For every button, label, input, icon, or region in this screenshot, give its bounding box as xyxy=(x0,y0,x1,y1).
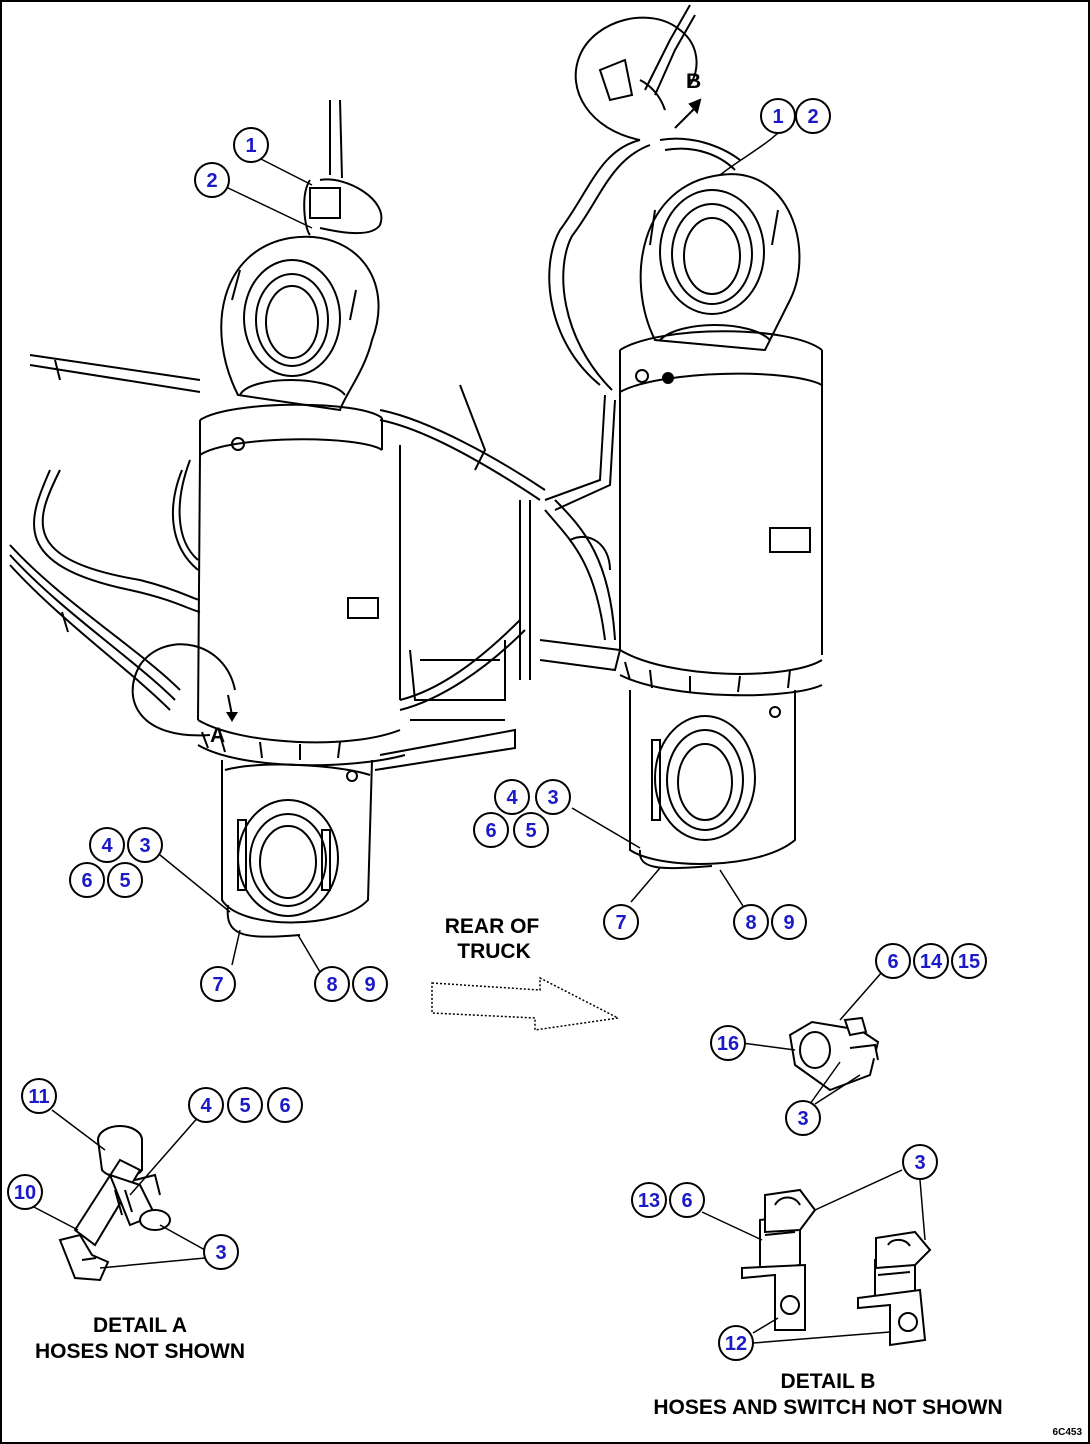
callout-1-right: 1 xyxy=(760,98,796,134)
rear-of-truck-label-1: REAR OF xyxy=(445,915,540,938)
svg-text:6: 6 xyxy=(485,820,496,842)
callout-12: 12 xyxy=(718,1325,754,1361)
svg-text:5: 5 xyxy=(525,820,536,842)
svg-text:3: 3 xyxy=(139,835,150,857)
svg-text:3: 3 xyxy=(914,1152,925,1174)
callout-6-left: 6 xyxy=(69,862,105,898)
callout-3-left: 3 xyxy=(127,827,163,863)
svg-text:6: 6 xyxy=(81,870,92,892)
detail-b-marker-letter: B xyxy=(686,70,701,93)
svg-text:5: 5 xyxy=(239,1095,250,1117)
svg-text:14: 14 xyxy=(920,951,943,973)
callout-9-left: 9 xyxy=(352,966,388,1002)
callouts: 1 2 1 2 4 3 6 5 7 8 9 4 3 6 5 7 8 9 6 14… xyxy=(7,98,987,1361)
svg-text:2: 2 xyxy=(807,106,818,128)
left-hoses xyxy=(9,99,546,771)
svg-text:13: 13 xyxy=(638,1190,660,1212)
callout-3-detail-b: 3 xyxy=(902,1144,938,1180)
callout-14: 14 xyxy=(913,943,949,979)
detail-a-clamp xyxy=(58,1125,171,1282)
svg-text:1: 1 xyxy=(245,135,256,157)
svg-text:2: 2 xyxy=(206,170,217,192)
callout-5-detail-a: 5 xyxy=(227,1087,263,1123)
detail-b-title: DETAIL B xyxy=(781,1370,876,1393)
detail-a-marker-letter: A xyxy=(210,724,225,747)
callout-5-left: 5 xyxy=(107,862,143,898)
callout-8-right: 8 xyxy=(733,904,769,940)
detail-b-brackets xyxy=(741,1188,932,1347)
detail-a-marker: A xyxy=(131,643,238,747)
svg-text:6: 6 xyxy=(681,1190,692,1212)
detail-b-subtitle: HOSES AND SWITCH NOT SHOWN xyxy=(653,1396,1002,1419)
svg-text:7: 7 xyxy=(212,974,223,996)
svg-text:8: 8 xyxy=(326,974,337,996)
callout-10: 10 xyxy=(7,1174,43,1210)
svg-text:4: 4 xyxy=(101,835,113,857)
callout-13: 13 xyxy=(631,1182,667,1218)
svg-text:3: 3 xyxy=(547,787,558,809)
callout-1-left: 1 xyxy=(233,127,269,163)
right-hoses xyxy=(539,137,741,672)
callout-2-right: 2 xyxy=(795,98,831,134)
callout-9-right: 9 xyxy=(771,904,807,940)
svg-text:4: 4 xyxy=(200,1095,212,1117)
callout-5-right: 5 xyxy=(513,812,549,848)
callout-4-right: 4 xyxy=(494,779,530,815)
callout-3-right: 3 xyxy=(535,779,571,815)
callout-16: 16 xyxy=(710,1025,746,1061)
svg-text:10: 10 xyxy=(14,1182,36,1204)
svg-text:1: 1 xyxy=(772,106,783,128)
svg-text:5: 5 xyxy=(119,870,130,892)
callout-4-detail-a: 4 xyxy=(188,1087,224,1123)
callout-15: 15 xyxy=(951,943,987,979)
callout-3-switch: 3 xyxy=(785,1100,821,1136)
left-cylinder xyxy=(197,235,406,938)
svg-text:16: 16 xyxy=(717,1033,739,1055)
callout-3-detail-a: 3 xyxy=(203,1234,239,1270)
callout-4-left: 4 xyxy=(89,827,125,863)
svg-text:3: 3 xyxy=(797,1108,808,1130)
detail-a-title: DETAIL A xyxy=(93,1314,187,1337)
detail-b-switch xyxy=(788,1016,880,1092)
callout-8-left: 8 xyxy=(314,966,350,1002)
svg-text:7: 7 xyxy=(615,912,626,934)
svg-text:15: 15 xyxy=(958,951,980,973)
svg-text:3: 3 xyxy=(215,1242,226,1264)
callout-6-switch: 6 xyxy=(875,943,911,979)
rear-arrow: REAR OF TRUCK xyxy=(431,915,621,1031)
right-cylinder xyxy=(619,173,823,870)
svg-text:6: 6 xyxy=(279,1095,290,1117)
leader-lines xyxy=(29,115,926,1344)
svg-text:8: 8 xyxy=(745,912,756,934)
callout-6-right: 6 xyxy=(473,812,509,848)
svg-text:9: 9 xyxy=(783,912,794,934)
detail-b-marker xyxy=(574,4,702,141)
svg-text:9: 9 xyxy=(364,974,375,996)
svg-text:4: 4 xyxy=(506,787,518,809)
callout-7-left: 7 xyxy=(200,966,236,1002)
figure-code: 6C453 xyxy=(1053,1427,1083,1438)
svg-text:6: 6 xyxy=(887,951,898,973)
rear-of-truck-label-2: TRUCK xyxy=(457,940,531,963)
svg-text:11: 11 xyxy=(28,1086,49,1108)
detail-a-subtitle: HOSES NOT SHOWN xyxy=(35,1340,245,1363)
callout-6-detail-b: 6 xyxy=(669,1182,705,1218)
callout-7-right: 7 xyxy=(603,904,639,940)
callout-6-detail-a: 6 xyxy=(267,1087,303,1123)
callout-11: 11 xyxy=(21,1078,57,1114)
svg-text:12: 12 xyxy=(725,1333,747,1355)
callout-2-left: 2 xyxy=(194,162,230,198)
